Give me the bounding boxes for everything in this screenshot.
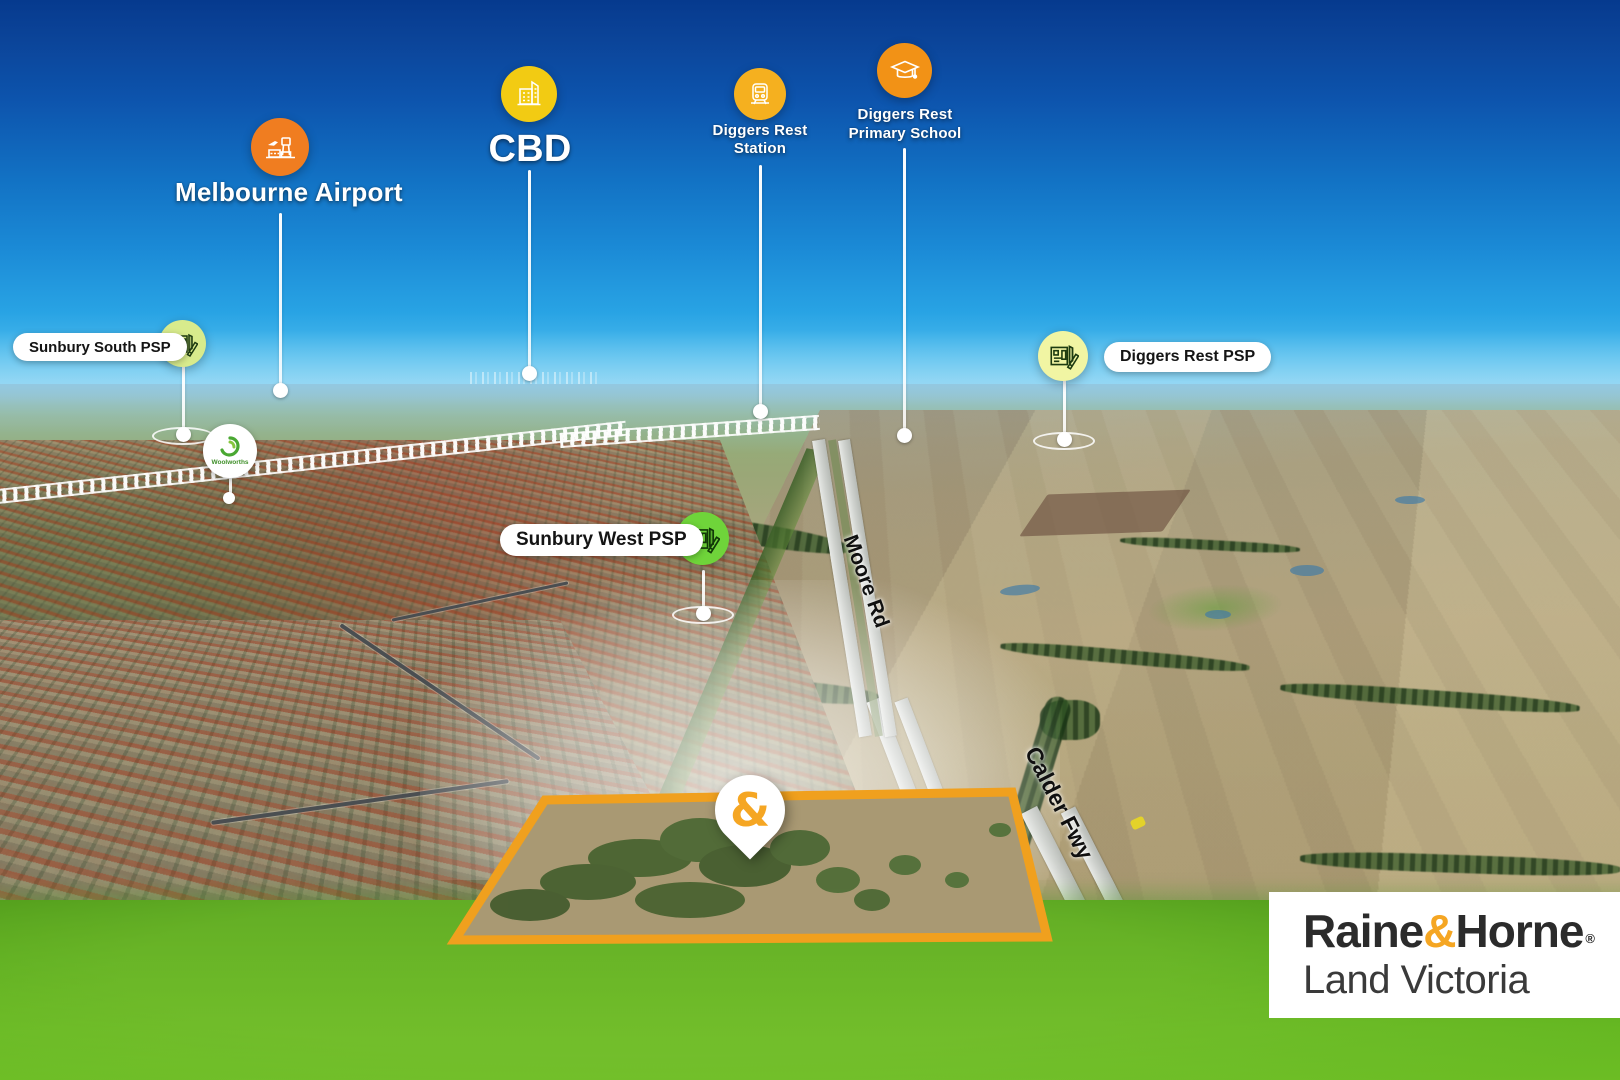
marker-pill-diggers-rest-psp[interactable]: Diggers Rest PSP	[1104, 342, 1271, 372]
leader-line	[759, 165, 762, 410]
airport-icon	[251, 118, 309, 176]
raine-and-horne-logo: Raine&Horne® Land Victoria	[1269, 892, 1620, 1018]
brand-tagline: Land Victoria	[1303, 958, 1529, 1002]
city-buildings-icon	[501, 66, 557, 122]
marker-label-diggers-rest-station-line2: Station	[689, 141, 831, 158]
train-icon	[734, 68, 786, 120]
marker-label-melbourne-airport: Melbourne Airport	[175, 178, 385, 207]
brand-name-row: Raine&Horne®	[1303, 908, 1594, 954]
farm-dam	[1205, 610, 1231, 619]
farm-dam	[1395, 496, 1425, 504]
woolworths-logo-icon: Woolworths	[203, 424, 257, 478]
blueprint-plan-icon	[1038, 331, 1088, 381]
brand-ampersand: &	[1423, 908, 1455, 954]
registered-trademark-icon: ®	[1585, 932, 1594, 945]
leader-line	[182, 365, 185, 432]
leader-line	[903, 148, 906, 433]
leader-endpoint-dot	[223, 492, 235, 504]
leader-endpoint-dot	[753, 404, 768, 419]
leader-endpoint-dot	[897, 428, 912, 443]
brand-name-raine: Raine	[1303, 908, 1423, 954]
marker-label-diggers-rest-station-line1: Diggers Rest	[689, 123, 831, 140]
marker-pill-sunbury-west-psp[interactable]: Sunbury West PSP	[500, 524, 703, 556]
leader-line	[279, 213, 282, 388]
marker-pill-sunbury-south-psp[interactable]: Sunbury South PSP	[13, 333, 187, 361]
leader-ground-ring	[1033, 432, 1095, 450]
woolworths-label: Woolworths	[211, 459, 248, 466]
pin-ampersand-symbol: &	[730, 787, 770, 833]
leader-line	[1063, 380, 1066, 438]
leader-ground-ring	[672, 606, 734, 624]
leader-endpoint-dot	[273, 383, 288, 398]
marker-label-cbd: CBD	[468, 128, 592, 171]
marker-label-diggers-rest-primary-school-line1: Diggers Rest	[826, 107, 984, 124]
leader-line	[528, 170, 531, 370]
graduation-cap-icon	[877, 43, 932, 98]
brand-name-horne: Horne	[1456, 908, 1584, 954]
green-field-patch	[1139, 585, 1290, 631]
marker-label-diggers-rest-primary-school-line2: Primary School	[826, 126, 984, 143]
farm-dam	[1290, 565, 1324, 576]
leader-endpoint-dot	[522, 366, 537, 381]
